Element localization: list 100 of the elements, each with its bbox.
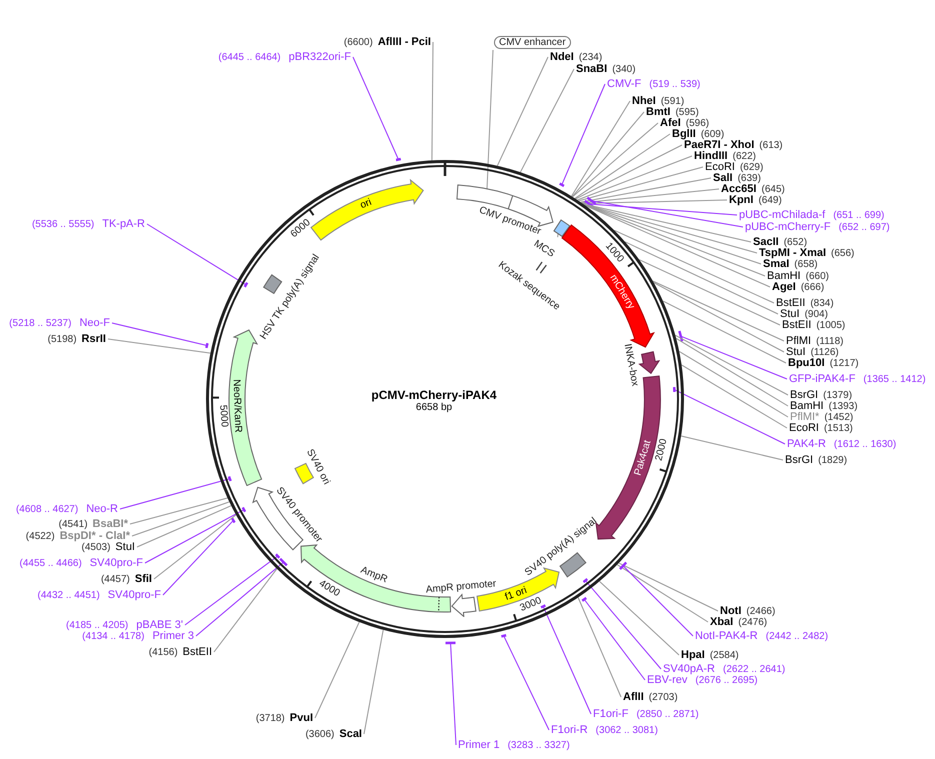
feature-label: NeoR/KanR	[230, 379, 244, 434]
cut-position: (340)	[612, 64, 636, 74]
cut-position: (834)	[810, 298, 834, 308]
leader-line	[314, 622, 360, 718]
leader-line	[352, 56, 402, 162]
enzyme-name: PaeR7I - XhoI	[684, 140, 754, 150]
leader-line	[580, 178, 712, 203]
cut-position: (4541)	[58, 518, 88, 530]
primer-name: F1ori-R	[551, 724, 588, 736]
primer-name: TK-pA-R	[102, 218, 145, 230]
primer-range: (6445 .. 6464)	[218, 52, 281, 62]
cut-position: (629)	[740, 162, 764, 172]
leader-line	[624, 241, 778, 314]
leader-line	[618, 561, 694, 636]
leader-line	[154, 514, 236, 580]
feature-label: AmpR promoter	[426, 578, 498, 596]
leader-line	[572, 122, 658, 198]
enzyme-name: ScaI	[339, 728, 362, 740]
enzyme-name: EcoRI	[789, 422, 819, 434]
primer-name: Neo-R	[86, 504, 118, 514]
primer-name: PAK4-R	[787, 438, 826, 450]
enzyme-name: RsrII	[82, 334, 106, 344]
leader-line	[496, 56, 548, 166]
leader-line	[586, 196, 744, 228]
cut-position: (5198)	[48, 334, 77, 344]
enzyme-name: BsaBI*	[92, 518, 128, 530]
enzyme-name: AflII	[623, 692, 644, 702]
plasmid-name: pCMV-mCherry-iPAK4	[371, 388, 497, 402]
cut-position: (3606)	[305, 728, 334, 740]
leader-line	[132, 501, 230, 536]
enzyme-name: SfiI	[134, 574, 152, 584]
enzyme-name: StuI	[780, 308, 800, 320]
leader-line	[184, 552, 281, 626]
cut-position: (622)	[732, 150, 756, 162]
enzyme-name: BstEII	[776, 298, 806, 308]
primer-range: (2442 .. 2482)	[766, 630, 828, 642]
feature-label: ori	[359, 197, 374, 212]
primer-range: (2676 .. 2695)	[695, 674, 758, 686]
feature-label: MCS	[532, 238, 557, 260]
leader-line	[576, 156, 692, 200]
primer-range: (519 .. 539)	[649, 78, 700, 90]
enzyme-name: HindIII	[694, 150, 728, 162]
primer-name: Primer 3	[152, 630, 194, 642]
leader-line	[162, 517, 236, 596]
cut-position: (1118)	[816, 336, 844, 346]
enzyme-name: PvuI	[290, 712, 313, 724]
feature-box	[553, 218, 571, 238]
cut-position: (596)	[686, 118, 710, 128]
leader-line	[578, 597, 622, 698]
primer-range: (652 .. 697)	[838, 222, 890, 232]
cut-position: (904)	[804, 308, 828, 320]
feature-label: INKA-box	[622, 342, 640, 387]
primer-name: SV40pro-F	[90, 558, 143, 568]
primer-range: (4185 .. 4205)	[66, 620, 128, 630]
leader-line	[582, 200, 728, 204]
enzyme-name: PflMI	[786, 336, 812, 346]
cut-position: (1379)	[823, 390, 852, 400]
cut-position: (595)	[675, 106, 699, 118]
primer-range: (1365 .. 1412)	[863, 374, 926, 384]
leader-line	[583, 204, 758, 254]
leader-line	[585, 205, 770, 288]
enzyme-name: SacII	[753, 236, 779, 248]
leader-line	[672, 386, 786, 444]
enzyme-name: StuI	[115, 542, 135, 552]
enzyme-name: BamHI	[767, 270, 801, 282]
leader-line	[120, 475, 232, 510]
leader-line	[444, 642, 457, 746]
enzyme-name: BstEII	[182, 646, 212, 658]
enzyme-name: SalI	[713, 172, 733, 184]
leader-line	[584, 200, 738, 216]
leader-line	[575, 144, 682, 200]
primer-range: (2850 .. 2871)	[636, 708, 699, 720]
primer-name: F1ori-F	[593, 708, 628, 720]
cut-position: (613)	[759, 140, 783, 150]
enzyme-name: XbaI	[710, 616, 734, 628]
enzyme-name: EcoRI	[705, 162, 735, 172]
cut-position: (1513)	[824, 422, 853, 434]
feature-callout: CMV enhancer	[494, 36, 571, 49]
primer-range: (4432 .. 4451)	[38, 590, 100, 600]
cut-position: (6600)	[344, 36, 373, 48]
enzyme-name: TspMI - XmaI	[759, 248, 826, 258]
scale-label: 5000	[216, 404, 229, 428]
leader-line	[486, 50, 494, 190]
leader-line	[599, 580, 680, 656]
feature-box	[294, 446, 333, 487]
primer-range: (4455 .. 4466)	[20, 558, 82, 568]
cut-position: (234)	[578, 52, 602, 62]
feature-segment	[300, 544, 452, 614]
enzyme-name: NotI	[720, 606, 742, 616]
enzyme-name: PflMI*	[790, 412, 820, 422]
cut-position: (652)	[784, 236, 808, 248]
feature-segment	[424, 578, 498, 618]
primer-name: Neo-F	[79, 318, 110, 328]
enzyme-name: AflIII - PciI	[378, 36, 431, 48]
leader-line	[146, 224, 248, 288]
leader-line	[112, 322, 209, 350]
cut-position: (658)	[794, 258, 818, 270]
scale-label: 2000	[654, 438, 670, 462]
cut-position: (3718)	[256, 712, 285, 724]
leader-line	[572, 112, 644, 198]
